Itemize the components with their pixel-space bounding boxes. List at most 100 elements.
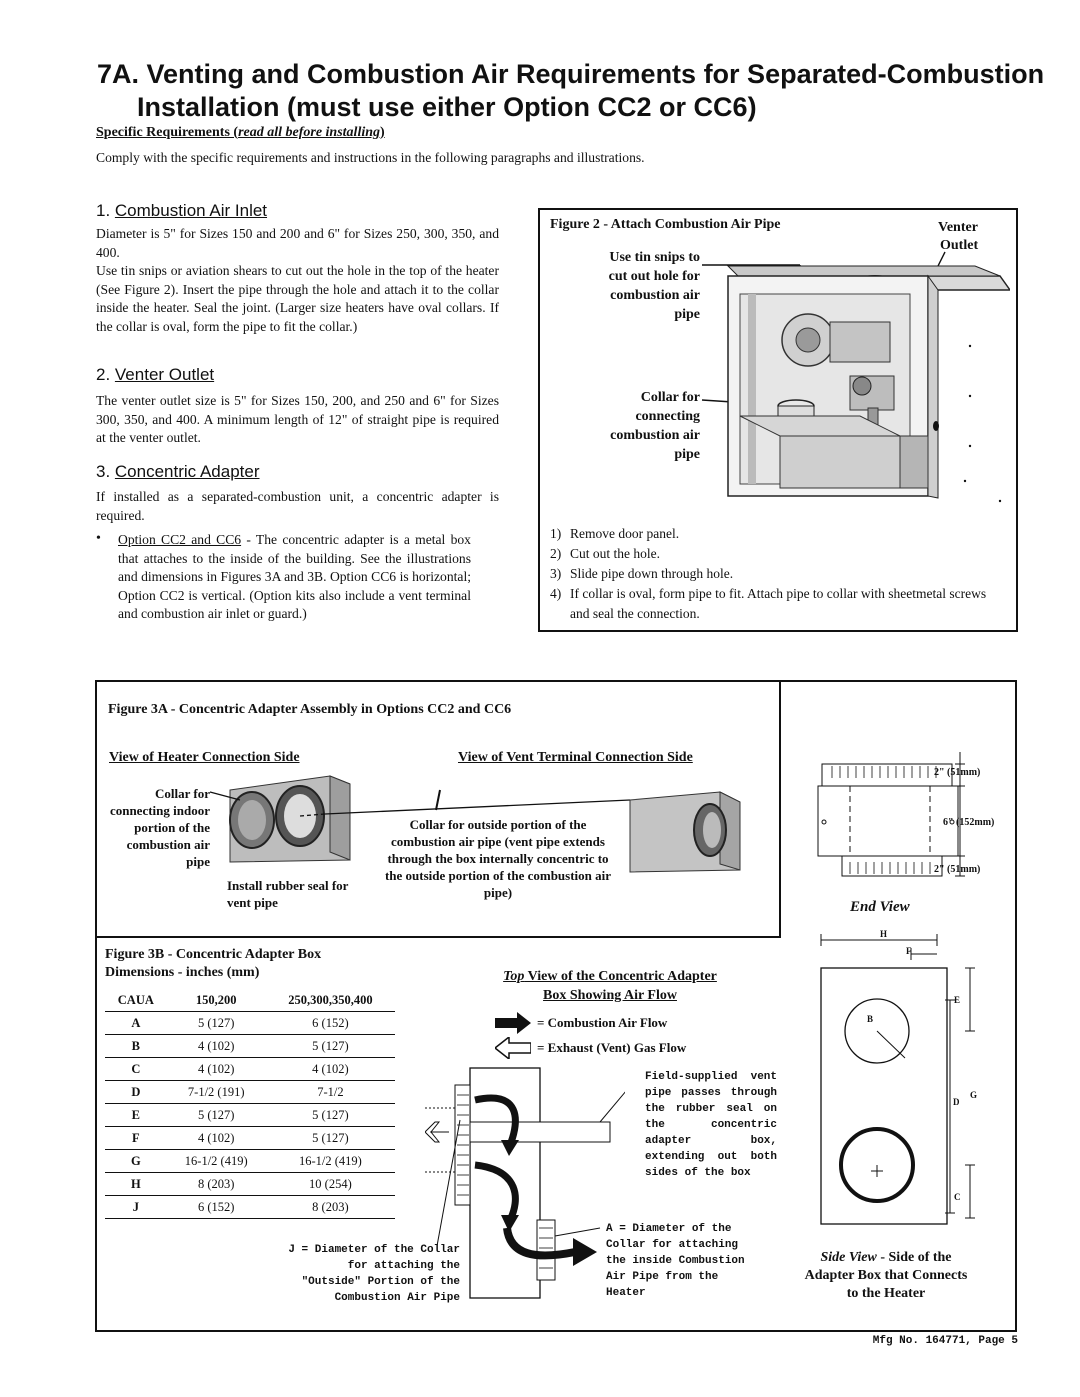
table-header-caua: CAUA: [105, 993, 167, 1012]
figure3a-box: [95, 680, 781, 938]
page-title-line1: 7A. Venting and Combustion Air Requireme…: [97, 59, 1045, 89]
field-supplied-note: Field-supplied vent pipe passes through …: [645, 1071, 777, 1179]
top-view-title-italic: Top: [503, 969, 525, 984]
requirements-heading: Specific Requirements (read all before i…: [96, 125, 385, 141]
section1-heading: 1. Combustion Air Inlet: [96, 201, 499, 221]
figure3a-title: Figure 3A - Concentric Adapter Assembly …: [108, 702, 512, 717]
table-cell: 4 (102): [166, 1126, 266, 1150]
heater-illustration: [701, 251, 1010, 503]
step-item: 3) Slide pipe down through hole.: [550, 564, 1000, 584]
table-cell: B: [105, 1034, 167, 1058]
requirements-heading-italic: read all before installing: [238, 125, 381, 140]
step-text: If collar is oval, form pipe to fit. Att…: [570, 586, 987, 621]
venter-label-line2: Outlet: [940, 238, 979, 253]
section1-p1: Diameter is 5" for Sizes 150 and 200 and…: [96, 226, 499, 260]
view-heater-side-label: View of Heater Connection Side: [109, 750, 300, 765]
page-title-line2: Installation (must use either Option CC2…: [137, 92, 757, 122]
section1-p2: Use tin snips or aviation shears to cut …: [96, 263, 499, 334]
section3-p1: If installed as a separated-combustion u…: [96, 489, 499, 523]
requirements-heading-end: ): [380, 125, 385, 140]
section3-number: 3.: [96, 462, 115, 481]
table-cell: 8 (203): [265, 1195, 395, 1219]
end-view-dim-bot: 2" (51mm): [934, 864, 981, 875]
figure3b-title-line2: Dimensions - inches (mm): [105, 965, 260, 980]
section-concentric-adapter: 3. Concentric Adapter If installed as a …: [96, 462, 499, 624]
section-venter-outlet: 2. Venter Outlet The venter outlet size …: [96, 365, 499, 448]
table-cell: 6 (152): [166, 1195, 266, 1219]
table-cell: H: [105, 1172, 167, 1196]
legend-air-text: = Combustion Air Flow: [537, 1015, 668, 1030]
table-cell: 4 (102): [265, 1057, 395, 1081]
side-letter-h: H: [880, 929, 888, 939]
table-cell: 7-1/2: [265, 1080, 395, 1104]
table-cell: 4 (102): [166, 1057, 266, 1081]
legend-combustion-air: = Combustion Air Flow: [495, 1012, 667, 1034]
side-view-caption2: Adapter Box that Connects: [804, 1268, 968, 1283]
collar-a-note: A = Diameter of the Collar for attaching…: [606, 1223, 745, 1299]
table-cell: D: [105, 1080, 167, 1104]
table-cell: 5 (127): [265, 1126, 395, 1150]
rubber-seal-label: Install rubber seal for vent pipe: [227, 878, 349, 910]
top-view-diagram: [425, 1067, 625, 1299]
figure2-steps: 1)Remove door panel. 2)Cut out the hole.…: [550, 524, 1000, 624]
solid-arrow-icon: [495, 1012, 531, 1034]
figure3b-title-line1: Figure 3B - Concentric Adapter Box: [105, 947, 322, 962]
table-cell: J: [105, 1195, 167, 1219]
step-item: 1) Remove door panel.: [550, 524, 1000, 544]
table-cell: 4 (102): [166, 1034, 266, 1058]
view-vent-side-label: View of Vent Terminal Connection Side: [458, 750, 693, 765]
section-combustion-air-inlet: 1. Combustion Air Inlet Diameter is 5" f…: [96, 201, 499, 336]
table-cell: G: [105, 1149, 167, 1173]
table-cell: C: [105, 1057, 167, 1081]
step-number: 2): [550, 546, 562, 561]
table-cell: E: [105, 1103, 167, 1127]
side-view-diagram: [820, 934, 975, 1225]
side-view-caption-rest: - Side of the: [876, 1250, 952, 1265]
figure2-title: Figure 2 - Attach Combustion Air Pipe: [550, 217, 781, 232]
top-view-title-rest: View of the Concentric Adapter: [524, 969, 717, 984]
side-view-caption3: to the Heater: [846, 1286, 926, 1301]
side-view-caption-italic: Side View: [820, 1250, 877, 1265]
end-view-dim-top: 2" (51mm): [934, 767, 981, 778]
section2-title: Venter Outlet: [114, 365, 215, 384]
table-cell: 8 (203): [166, 1172, 266, 1196]
step-number: 1): [550, 526, 562, 541]
callout-tin-snips: Use tin snips to cut out hole for combus…: [608, 250, 700, 322]
bullet-dot: •: [96, 531, 101, 546]
section3-heading: 3. Concentric Adapter: [96, 462, 499, 482]
bullet-lead: Option CC2 and CC6: [118, 532, 242, 547]
end-view-dim-mid: 6" (152mm): [943, 817, 995, 828]
collar-j-note: J = Diameter of the Collar for attaching…: [288, 1244, 460, 1304]
table-cell: 5 (127): [166, 1103, 266, 1127]
page-footer: Mfg No. 164771, Page 5: [872, 1335, 1018, 1347]
figure3-outer-box: [95, 680, 1017, 1332]
page-title: 7A. Venting and Combustion Air Requireme…: [97, 58, 1044, 124]
table-cell: 5 (127): [265, 1034, 395, 1058]
legend-exhaust-text: = Exhaust (Vent) Gas Flow: [537, 1040, 687, 1055]
table-cell: 5 (127): [166, 1011, 266, 1035]
step-number: 4): [550, 586, 562, 601]
step-text: Slide pipe down through hole.: [570, 566, 734, 581]
step-text: Remove door panel.: [570, 526, 680, 541]
requirements-body: Comply with the specific requirements an…: [96, 150, 645, 165]
end-view-label: End View: [850, 899, 910, 915]
hollow-arrow-icon: [495, 1037, 531, 1059]
section3-title: Concentric Adapter: [114, 462, 260, 481]
end-view-diagram: [817, 752, 965, 877]
table-cell: 7-1/2 (191): [166, 1080, 266, 1104]
table-cell: F: [105, 1126, 167, 1150]
venter-label-line1: Venter: [938, 220, 978, 235]
requirements-heading-text: Specific Requirements (: [96, 125, 239, 140]
callout-collar: Collar for connecting combustion air pip…: [610, 390, 700, 462]
side-letter-c: C: [954, 1192, 961, 1202]
collar-indoor-label: Collar for connecting indoor portion of …: [109, 786, 210, 869]
figure2-box: Figure 2 - Attach Combustion Air Pipe Ve…: [538, 208, 1018, 632]
bullet-text: - The concentric adapter is a metal box …: [118, 532, 471, 621]
step-number: 3): [550, 566, 562, 581]
section1-number: 1.: [96, 201, 115, 220]
